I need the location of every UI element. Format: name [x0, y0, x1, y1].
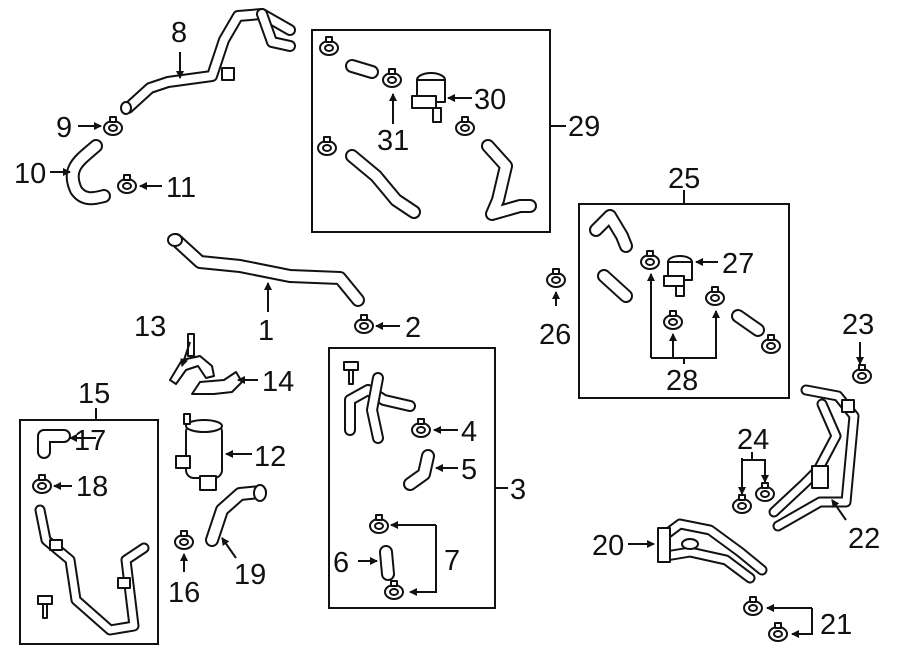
part-4-clamp — [411, 418, 431, 438]
callout-7: 7 — [444, 545, 460, 577]
part-24-clamp-a — [732, 494, 752, 514]
callout-18: 18 — [76, 471, 108, 503]
part-28-clamp-a — [640, 250, 660, 270]
callout-8: 8 — [171, 17, 187, 49]
callout-28: 28 — [666, 365, 698, 397]
part-10-hose — [65, 139, 111, 206]
callout-15: 15 — [78, 378, 110, 410]
part-21-clamp-b — [768, 622, 788, 642]
part-29-clamp-a — [319, 36, 339, 56]
callout-21: 21 — [820, 609, 852, 641]
callout-5: 5 — [461, 454, 477, 486]
part-27-valve — [663, 255, 693, 297]
part-7-clamp-upper — [369, 514, 389, 534]
part-29-clamp-c — [317, 136, 337, 156]
callout-30: 30 — [474, 84, 506, 116]
part-9-clamp — [103, 116, 123, 136]
part-31-clamp — [382, 68, 402, 88]
group-box-29 — [311, 29, 551, 233]
part-11-clamp — [117, 174, 137, 194]
part-8-coolant-pipe — [120, 8, 296, 115]
callout-4: 4 — [461, 416, 477, 448]
part-30-valve — [411, 72, 446, 123]
part-2-clamp — [354, 314, 374, 334]
callout-1: 1 — [258, 315, 274, 347]
callout-23: 23 — [842, 309, 874, 341]
callout-29: 29 — [568, 111, 600, 143]
callout-16: 16 — [168, 577, 200, 609]
group-box-15 — [19, 419, 159, 645]
callout-labels: 8 9 10 11 1 2 3 4 5 6 7 13 14 15 17 18 1… — [14, 17, 880, 641]
part-13-bracket — [169, 333, 215, 385]
part-25-hose-mid — [597, 269, 633, 303]
leader-lines — [50, 52, 864, 638]
part-20-pipe-assembly — [657, 518, 768, 584]
callout-27: 27 — [722, 248, 754, 280]
callout-2: 2 — [405, 312, 421, 344]
callout-22: 22 — [848, 523, 880, 555]
part-16-clamp — [174, 530, 194, 550]
part-22-pipe-assembly — [768, 384, 860, 532]
part-29-clamp-b — [455, 116, 475, 136]
part-24-clamp-b — [755, 482, 775, 502]
callout-25: 25 — [668, 163, 700, 195]
part-25-hose-top — [589, 209, 633, 253]
callout-31: 31 — [377, 125, 409, 157]
bolt-3 — [343, 361, 359, 385]
callout-13: 13 — [134, 311, 166, 343]
callout-17: 17 — [74, 425, 106, 457]
part-26-clamp — [546, 268, 566, 288]
callout-12: 12 — [254, 441, 286, 473]
callout-11: 11 — [166, 172, 196, 204]
part-12-pump — [175, 413, 223, 491]
part-21-clamp-a — [743, 596, 763, 616]
part-1-coolant-hose — [167, 233, 365, 307]
part-29-hose-left — [345, 149, 421, 219]
callout-19: 19 — [234, 559, 266, 591]
callout-3: 3 — [510, 474, 526, 506]
callout-20: 20 — [592, 530, 624, 562]
callout-9: 9 — [56, 112, 72, 144]
part-25-clamp-d — [761, 334, 781, 354]
part-28-clamp-b — [705, 286, 725, 306]
part-29-short-hose — [345, 59, 379, 79]
part-14-bracket — [191, 371, 243, 395]
callout-6: 6 — [333, 547, 349, 579]
part-18-clamp — [32, 474, 52, 494]
callout-26: 26 — [539, 319, 571, 351]
part-15-pipe — [34, 504, 150, 636]
group-box-3 — [328, 347, 496, 609]
callout-14: 14 — [262, 366, 294, 398]
part-17-hose — [37, 429, 71, 459]
part-7-clamp-lower — [384, 580, 404, 600]
part-6-hose — [379, 545, 395, 581]
callout-24: 24 — [737, 424, 769, 456]
part-5-hose — [403, 449, 435, 491]
part-23-clamp — [852, 364, 872, 384]
bolt — [37, 595, 53, 619]
callout-10: 10 — [14, 158, 46, 190]
part-3-pipe — [344, 372, 416, 444]
part-19-hose — [205, 484, 267, 547]
part-28-clamp-c — [663, 310, 683, 330]
part-29-hose-right — [481, 139, 537, 221]
part-25-hose-right — [731, 309, 765, 337]
